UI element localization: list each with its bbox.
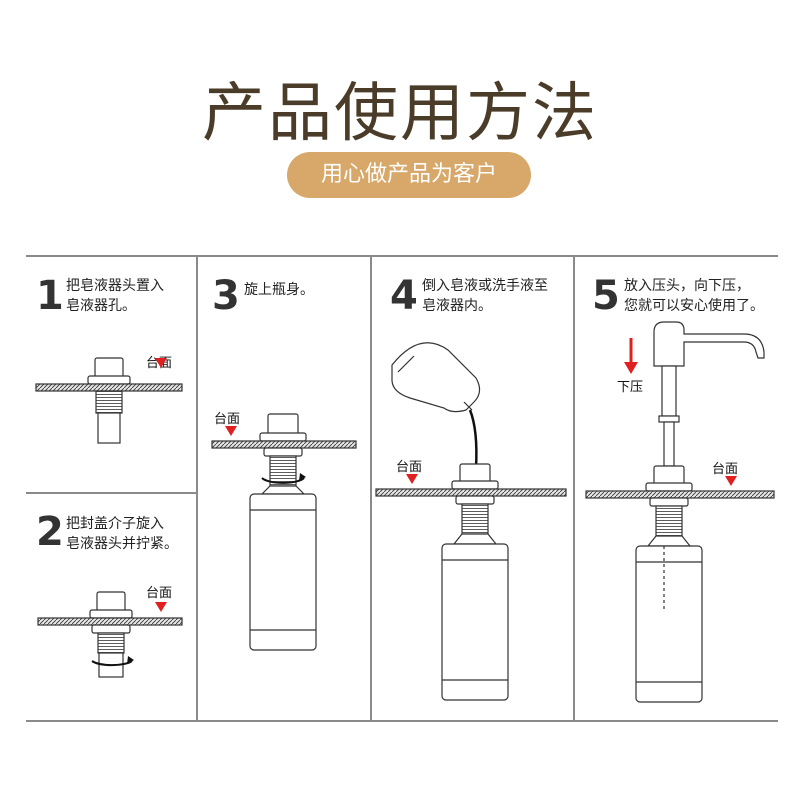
step-3-surface-label: 台面 (214, 412, 241, 427)
step-4-number: 4 (390, 273, 418, 319)
step-4-surface-arrow (406, 474, 418, 484)
step-3-bottle (249, 493, 317, 651)
grid-divider-2 (370, 255, 372, 722)
step-1-text-line1: 把皂液器头置入 (66, 278, 164, 294)
step-5-number: 5 (592, 273, 620, 319)
step-1-countertop (35, 383, 183, 392)
grid-left-split-line (26, 492, 196, 494)
step-5-countertop (585, 490, 775, 499)
step-4-surface-label: 台面 (396, 460, 423, 475)
step-5-pump-head (653, 321, 765, 367)
step-3-countertop (211, 440, 357, 449)
step-2-text-line2: 皂液器头并拧紧。 (66, 536, 178, 552)
step-1-surface-arrow (155, 358, 167, 368)
grid-divider-3 (573, 255, 575, 722)
grid-bottom-line (26, 720, 778, 722)
grid-top-line (26, 255, 778, 257)
step-5-bottle (635, 545, 703, 703)
grid-divider-1 (196, 255, 198, 722)
step-4-text-line2: 皂液器内。 (422, 298, 492, 314)
step-2-number: 2 (36, 509, 64, 555)
step-4-soap-bottle (391, 342, 481, 413)
step-3-assembly (211, 413, 357, 651)
step-1-number: 1 (36, 273, 64, 319)
step-2-dispenser-head (37, 591, 183, 678)
step-5-surface-arrow (725, 476, 737, 486)
step-2-surface-label: 台面 (146, 586, 173, 601)
step-3-surface-arrow (225, 426, 237, 436)
step-5-surface-label: 台面 (712, 462, 739, 477)
step-3-text-line1: 旋上瓶身。 (244, 282, 314, 298)
step-3-number: 3 (212, 273, 240, 319)
slogan-badge: 用心做产品为客户 (287, 152, 531, 198)
step-4-countertop (375, 488, 567, 497)
step-1-text-line2: 皂液器孔。 (66, 298, 136, 314)
step-2-text-line1: 把封盖介子旋入 (66, 516, 164, 532)
step-4-bottle (441, 543, 509, 701)
step-2-surface-arrow (155, 602, 167, 612)
step-2-countertop (37, 617, 183, 626)
step-5-press-label: 下压 (617, 380, 644, 395)
step-4-soap-stream (468, 409, 478, 469)
step-5-assembly (585, 321, 775, 703)
step-5-text-line2: 您就可以安心使用了。 (624, 298, 764, 314)
step-5-text-line1: 放入压头，向下压， (624, 278, 750, 294)
step-4-assembly (375, 342, 567, 701)
step-3-rotate-arrow (261, 477, 305, 484)
step-1-dispenser-head (35, 357, 183, 444)
page-title: 产品使用方法 (202, 77, 598, 151)
step-4-text-line1: 倒入皂液或洗手液至 (422, 278, 548, 294)
